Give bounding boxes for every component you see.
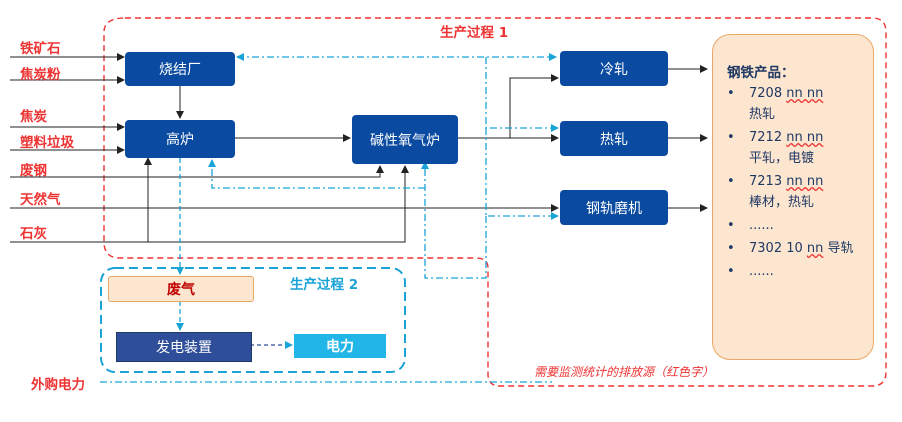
input-coke-powder: 焦炭粉 xyxy=(20,67,61,83)
input-natural-gas: 天然气 xyxy=(20,192,61,208)
cold-rolling-box: 冷轧 xyxy=(560,51,668,86)
input-iron-ore: 铁矿石 xyxy=(20,41,61,57)
input-plastic-waste: 塑料垃圾 xyxy=(20,135,74,151)
product-item: •7302 10 nn 导轨 xyxy=(727,241,854,256)
rail-mill-box: 钢轨磨机 xyxy=(560,190,668,225)
process2-boundary xyxy=(100,267,406,373)
product-item: •...... xyxy=(727,264,774,279)
input-lime: 石灰 xyxy=(20,226,47,242)
waste-gas-box: 废气 xyxy=(108,276,254,302)
input-coke: 焦炭 xyxy=(20,109,47,125)
input-scrap-steel: 废钢 xyxy=(20,163,47,179)
process1-boundary xyxy=(103,17,887,387)
bof-box: 碱性氧气炉 xyxy=(352,115,458,164)
process1-title: 生产过程 1 xyxy=(440,25,509,41)
products-title: 钢铁产品： xyxy=(727,65,795,81)
emission-source-note: 需要监测统计的排放源（红色字） xyxy=(534,365,715,379)
electricity-box: 电力 xyxy=(294,334,386,358)
product-item: •...... xyxy=(727,218,774,233)
process2-title: 生产过程 2 xyxy=(290,277,359,293)
input-purchased-power: 外购电力 xyxy=(31,377,85,393)
generator-box: 发电装置 xyxy=(116,332,252,362)
hot-rolling-box: 热轧 xyxy=(560,121,668,156)
blast-furnace-box: 高炉 xyxy=(125,120,235,158)
sinter-plant-box: 烧结厂 xyxy=(125,52,235,86)
